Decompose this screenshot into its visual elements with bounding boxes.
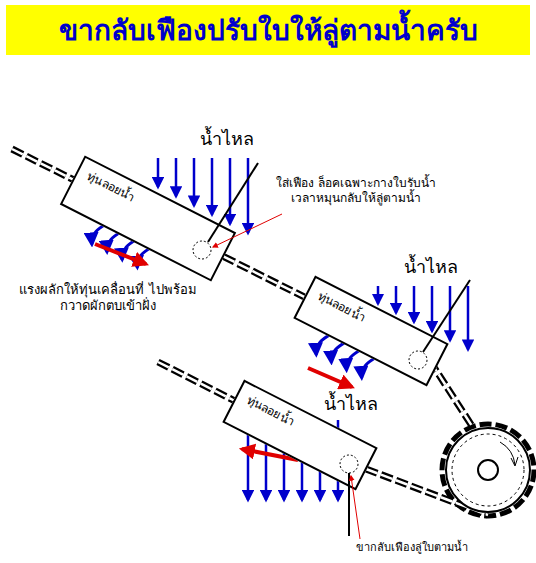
float-label: ทุ่นลอยน้ำ bbox=[243, 390, 298, 431]
annotation: ใส่เฟือง ล็อคเฉพาะกางใบรับน้ำ เวลาหมุนกล… bbox=[268, 176, 444, 206]
blade-shafts bbox=[208, 163, 470, 536]
leader-lines bbox=[213, 214, 360, 539]
float-label: ทุ่นลอยน้ำ bbox=[84, 166, 139, 207]
chain bbox=[12, 149, 534, 516]
float-label: ทุ่นลอยน้ำ bbox=[314, 286, 369, 327]
chain-connector bbox=[224, 257, 304, 297]
title: ขากลับเฟืองปรับใบให้ลู่ตามน้ำครับ bbox=[59, 8, 478, 52]
wheel bbox=[446, 428, 530, 512]
chain-inner bbox=[224, 257, 304, 297]
annotation: ขากลับเฟืองลู่ใบตามน้ำ bbox=[356, 541, 468, 555]
chain-outer bbox=[224, 257, 304, 297]
gears bbox=[193, 241, 427, 473]
float-box: ทุ่นลอยน้ำ bbox=[293, 276, 448, 387]
float-box: ทุ่นลอยน้ำ bbox=[60, 155, 236, 281]
title-banner: ขากลับเฟืองปรับใบให้ลู่ตามน้ำครับ bbox=[6, 5, 530, 55]
annotation: น้ำไหล bbox=[404, 256, 458, 279]
annotation: น้ำไหล bbox=[200, 128, 254, 151]
water-flow-arrows bbox=[158, 158, 468, 500]
annotation: น้ำไหล bbox=[324, 393, 378, 416]
annotation: แรงผลักให้ทุ่นเคลื่อนที่ ไปพร้อมกวาดผักต… bbox=[10, 282, 206, 315]
